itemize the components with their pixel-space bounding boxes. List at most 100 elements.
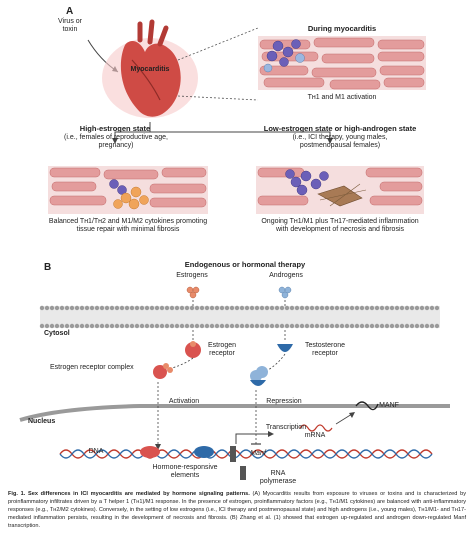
membrane-head (214, 305, 220, 311)
membrane-head (194, 305, 200, 311)
membrane-head (309, 323, 315, 329)
nuclear-envelope (19, 404, 450, 422)
caption-body: (A) Myocarditis results from exposure to… (8, 491, 466, 530)
membrane-head (159, 323, 165, 329)
membrane-head (409, 305, 415, 311)
membrane-head (229, 305, 235, 311)
membrane-head (154, 305, 160, 311)
membrane-head (389, 305, 395, 311)
er-complex-label: Estrogen receptor complex (50, 364, 134, 371)
membrane-head (164, 305, 170, 311)
membrane-head (344, 305, 350, 311)
rna-polymerase-icon (240, 466, 246, 480)
membrane-head (294, 305, 300, 311)
membrane-head (374, 305, 380, 311)
membrane-head (269, 323, 275, 329)
membrane-head (269, 305, 275, 311)
membrane-head (199, 305, 205, 311)
membrane-head (404, 305, 410, 311)
membrane-head (304, 323, 310, 329)
membrane-head (39, 305, 45, 311)
testosterone-receptor-label: Testosterone receptor (304, 342, 346, 358)
membrane-head (244, 323, 250, 329)
membrane-head (229, 323, 235, 329)
membrane-head (74, 305, 80, 311)
membrane-head (104, 323, 110, 329)
membrane-head (309, 305, 315, 311)
membrane-head (159, 305, 165, 311)
membrane-head (424, 305, 430, 311)
membrane-head (129, 323, 135, 329)
activation-label: Activation (168, 398, 200, 405)
membrane-head (144, 305, 150, 311)
membrane-head (429, 305, 435, 311)
during-title: During myocarditis (307, 24, 377, 33)
high-estrogen-outcome: Balanced Tʜ1/Tʜ2 and M1/M2 cytokines pro… (48, 218, 208, 234)
panel-b-graphics (19, 286, 450, 480)
low-estrogen-sub: (i.e., ICI therapy, young males, postmen… (292, 134, 388, 150)
membrane-head (389, 323, 395, 329)
membrane-head (349, 323, 355, 329)
androgens-label: Androgens (269, 272, 303, 279)
membrane-head (49, 323, 55, 329)
membrane-head (179, 323, 185, 329)
membrane-head (134, 323, 140, 329)
ar-bound-dna (194, 446, 214, 458)
dna-label: DNA (88, 448, 104, 455)
estrogen-receptor-label: Estrogen receptor (207, 342, 237, 358)
membrane-head (94, 323, 100, 329)
membrane-head (364, 323, 370, 329)
promoter-block (230, 446, 236, 462)
membrane-head (339, 305, 345, 311)
membrane-head (349, 305, 355, 311)
membrane-head (219, 323, 225, 329)
membrane-head (244, 305, 250, 311)
hre-label: Hormone-responsive elements (152, 464, 218, 480)
membrane-head (214, 323, 220, 329)
membrane-head (379, 323, 385, 329)
estrogens-label: Estrogens (176, 272, 208, 279)
figure-caption: Fig. 1. Sex differences in ICI myocardit… (8, 490, 466, 531)
membrane-head (424, 323, 430, 329)
membrane-head (189, 305, 195, 311)
membrane-head (259, 323, 265, 329)
androgen-molecules (278, 286, 292, 299)
membrane-head (404, 323, 410, 329)
estrogen-receptor (185, 341, 201, 358)
membrane-head (299, 323, 305, 329)
membrane-head (124, 305, 130, 311)
membrane-head (189, 323, 195, 329)
ar-complex (250, 366, 268, 386)
membrane-head (129, 305, 135, 311)
membrane-head (249, 323, 255, 329)
membrane-head (124, 323, 130, 329)
cytosol-label: Cytosol (44, 330, 70, 337)
dna-helix (59, 449, 433, 459)
membrane-head (394, 323, 400, 329)
manf-gene-label: Manf (250, 450, 266, 457)
membrane-head (364, 305, 370, 311)
membrane-head (314, 323, 320, 329)
membrane-head (344, 323, 350, 329)
membrane-head (294, 323, 300, 329)
membrane-head (224, 305, 230, 311)
membrane-head (59, 305, 65, 311)
membrane-head (94, 305, 100, 311)
membrane-head (239, 305, 245, 311)
membrane-head (359, 305, 365, 311)
membrane-head (119, 323, 125, 329)
membrane-head (79, 323, 85, 329)
testosterone-receptor (277, 344, 293, 352)
membrane-head (434, 305, 440, 311)
membrane-head (394, 305, 400, 311)
high-estrogen-sub: (i.e., females of reproductive age, preg… (64, 134, 168, 150)
membrane-head (264, 323, 270, 329)
membrane-head (409, 323, 415, 329)
membrane-head (84, 323, 90, 329)
membrane-head (274, 323, 280, 329)
membrane-head (399, 323, 405, 329)
during-caption: Tʜ1 and M1 activation (307, 94, 377, 101)
membrane-head (369, 305, 375, 311)
membrane-head (289, 305, 295, 311)
membrane-head (354, 305, 360, 311)
